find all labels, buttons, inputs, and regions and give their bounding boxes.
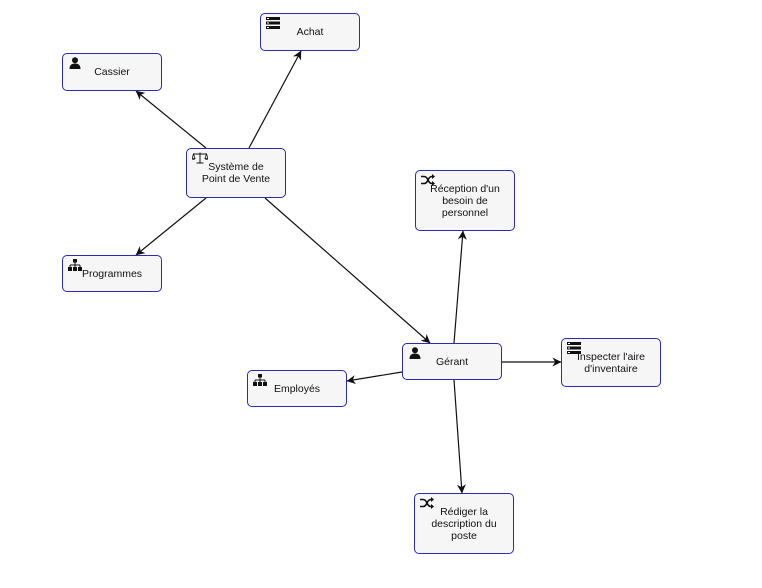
node-achat[interactable]: Achat <box>260 13 360 51</box>
node-programmes[interactable]: Programmes <box>62 255 162 292</box>
edge-systeme-to-cassier <box>135 90 207 149</box>
edge-gerant-to-rediger <box>453 379 466 494</box>
node-label: Cassier <box>94 66 130 78</box>
server-icon <box>567 342 581 354</box>
shuffle-icon <box>420 497 434 509</box>
edge-systeme-to-achat <box>248 50 302 149</box>
node-label: Programmes <box>81 267 143 280</box>
edge-systeme-to-programmes <box>135 197 207 256</box>
node-label: Système de Point de Vente <box>201 161 271 185</box>
node-employes[interactable]: Employés <box>247 370 347 407</box>
node-reception[interactable]: Réception d'un besoin de personnel <box>415 170 515 231</box>
edges-layer <box>135 50 562 494</box>
edge-gerant-to-employes <box>346 371 403 385</box>
person-icon <box>409 347 421 359</box>
node-label: Employés <box>273 382 321 395</box>
node-inspecter[interactable]: Inspecter l'aire d'inventaire <box>561 338 661 387</box>
node-gerant[interactable]: Gérant <box>402 343 502 380</box>
node-systeme[interactable]: Système de Point de Vente <box>186 148 286 198</box>
person-icon <box>69 57 81 69</box>
node-label: Inspecter l'aire d'inventaire <box>577 350 645 375</box>
node-label: Achat <box>296 26 324 38</box>
node-label: Gérant <box>435 355 469 368</box>
node-cassier[interactable]: Cassier <box>62 53 162 91</box>
shuffle-icon <box>421 174 435 186</box>
org-chart-icon <box>253 374 267 386</box>
node-rediger[interactable]: Rédiger la description du poste <box>414 493 514 554</box>
scale-icon <box>192 152 208 164</box>
node-label: Réception d'un besoin de personnel <box>430 182 500 219</box>
node-label: Rédiger la description du poste <box>431 505 497 542</box>
org-chart-icon <box>68 259 82 271</box>
edge-systeme-to-gerant <box>264 197 431 344</box>
edge-gerant-to-reception <box>453 230 467 344</box>
server-icon <box>266 17 280 29</box>
